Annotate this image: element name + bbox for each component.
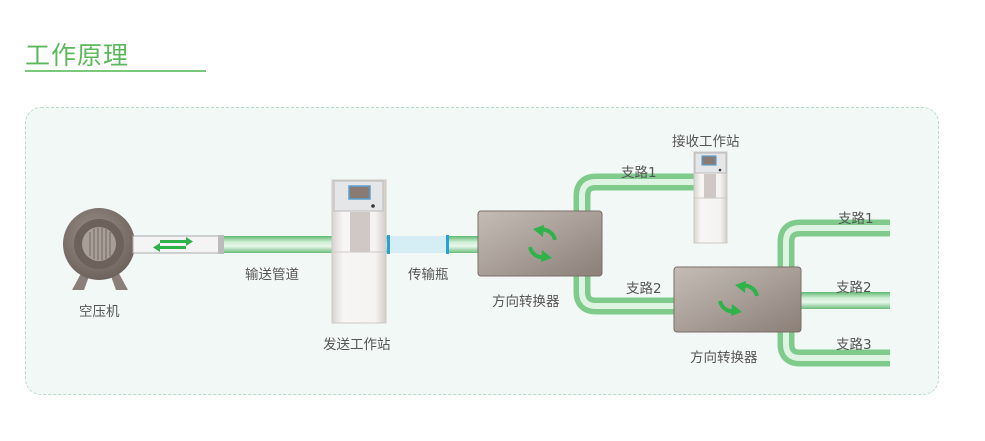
carrier-capsule xyxy=(387,236,447,253)
branch-b1-label: 支路1 xyxy=(838,211,874,227)
pipeline-label: 输送管道 xyxy=(245,267,299,283)
diverter-2-label: 方向转换器 xyxy=(690,350,758,366)
title-underline xyxy=(25,70,206,72)
compressor-icon xyxy=(63,208,135,290)
sender-station-label: 发送工作站 xyxy=(323,337,391,353)
diverter-2-icon xyxy=(673,266,802,333)
diverter-1-icon xyxy=(477,210,603,277)
sender-station-icon xyxy=(331,179,387,324)
compressor-label: 空压机 xyxy=(79,304,120,320)
intake-tube xyxy=(132,235,222,254)
receiver-station-icon xyxy=(693,151,728,244)
branch-b3-label: 支路3 xyxy=(836,337,872,353)
branch-a2-label: 支路2 xyxy=(626,281,662,297)
carrier-label: 传输瓶 xyxy=(408,267,449,283)
diverter-1-label: 方向转换器 xyxy=(492,294,560,310)
pipe-coupler xyxy=(218,235,224,254)
airflow-arrows-icon xyxy=(153,237,193,252)
branch-b2-label: 支路2 xyxy=(836,280,872,296)
branch-a1-label: 支路1 xyxy=(621,165,657,181)
page-title: 工作原理 xyxy=(25,41,130,70)
receiver-station-label: 接收工作站 xyxy=(672,134,740,150)
